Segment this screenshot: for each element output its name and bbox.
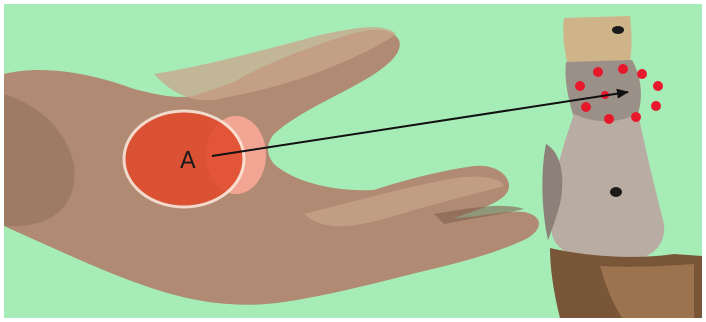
rod-top-hole (612, 26, 624, 34)
marker-dot (618, 64, 628, 74)
rod-middle-hole (610, 187, 622, 197)
marker-dot (593, 67, 603, 77)
rod-top-block (563, 16, 631, 66)
marker-dot (651, 101, 661, 111)
photo-composite (4, 4, 702, 318)
marker-dot (631, 112, 641, 122)
marker-dot (575, 81, 585, 91)
marker-dot (581, 102, 591, 112)
marker-dot (637, 69, 647, 79)
annotation-label: A (180, 150, 196, 173)
marker-dot (653, 81, 663, 91)
marker-dot (604, 114, 614, 124)
